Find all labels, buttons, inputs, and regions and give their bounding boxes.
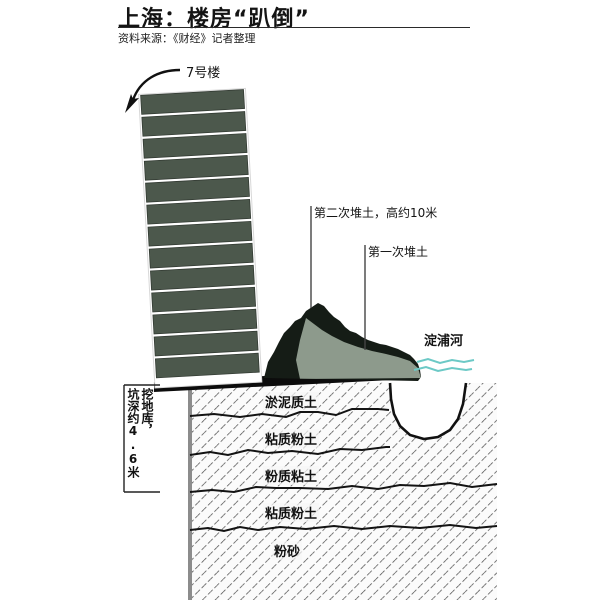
label-leader-lines (310, 206, 366, 350)
riverbed-outline (388, 382, 468, 441)
soil-layer-label-4: 粉砂 (272, 541, 303, 560)
soil-layer-label-2: 粉质粘土 (263, 466, 320, 485)
soil-layer-label-0: 淤泥质土 (263, 392, 320, 411)
soil-strata-lines (189, 408, 498, 533)
page-title: 上海：楼房“趴倒” (118, 7, 310, 32)
first-pile-label: 第一次堆土 (368, 245, 429, 259)
excavation-depth-line2: 坑深约4.6米 (126, 388, 140, 478)
collapse-direction-arrow (125, 68, 181, 113)
building-floors (140, 89, 260, 379)
river-label: 淀浦河 (424, 334, 464, 349)
soil-pile-mound (264, 303, 421, 381)
soil-mass (188, 378, 497, 600)
first-soil-pile-shape (296, 318, 421, 379)
header-divider (118, 27, 470, 28)
excavation-depth-line1: 挖地库， (140, 388, 154, 436)
building-label: 7号楼 (186, 66, 221, 81)
river-water (413, 357, 475, 373)
second-pile-label: 第二次堆土，高约10米 (314, 206, 438, 220)
excavation-depth-label: 挖地库， 坑深约4.6米 (126, 388, 154, 492)
soil-layer-label-3: 粘质粉土 (263, 503, 320, 522)
excavation-depth-bracket (123, 384, 160, 493)
soil-layer-label-1: 粘质粉土 (263, 429, 320, 448)
toppled-building-7 (138, 87, 263, 389)
source-note: 资料来源：《财经》记者整理 (118, 32, 256, 45)
